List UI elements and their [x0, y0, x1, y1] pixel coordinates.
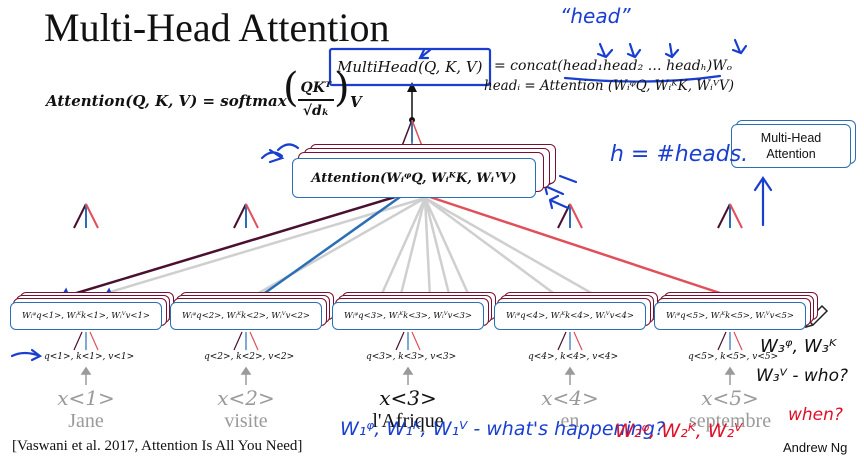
slide-title: Multi-Head Attention	[44, 5, 390, 50]
token-word: l'Afrique	[372, 410, 444, 432]
attention-formula-lhs: Attention(Q, K, V) = softmax	[46, 92, 287, 110]
token-embedding: x<4>	[541, 386, 599, 410]
query-line	[59, 195, 396, 300]
mha-box-line2: Attention	[766, 147, 816, 161]
token-card: Wᵢᵠq<4>, Wᵢᴷk<4>, Wᵢⱽv<4>	[494, 302, 646, 330]
annotation-w3: W₃ᵠ, W₃ᴷ	[760, 336, 837, 357]
embedding-arrows	[80, 366, 736, 385]
mha-box: Multi-Head Attention	[731, 124, 851, 168]
right-paren: )	[334, 65, 350, 111]
mha-box-line1: Multi-Head	[760, 131, 822, 145]
token-card-label: Wᵢᵠq<1>, Wᵢᴷk<1>, Wᵢⱽv<1>	[21, 311, 151, 321]
fraction-denominator: √dₖ	[302, 103, 330, 119]
token-word: en	[560, 410, 580, 432]
token-embedding: x<1>	[57, 386, 115, 410]
fraction-bar	[298, 99, 334, 101]
token-card-label: Wᵢᵠq<2>, Wᵢᴷk<2>, Wᵢⱽv<2>	[181, 311, 311, 321]
annotation-h-heads: h = #heads.	[610, 142, 749, 167]
token-card: Wᵢᵠq<1>, Wᵢᴷk<1>, Wᵢⱽv<1>	[10, 302, 162, 330]
annotation-w1: W₁ᵠ, W₁ᴷ, W₁ⱽ - what's happening?	[340, 418, 666, 440]
annotation-when: when?	[788, 405, 843, 425]
citation: [Vaswani et al. 2017, Attention Is All Y…	[12, 438, 303, 454]
token-qkv: q<4>, k<4>, v<4>	[528, 352, 619, 362]
concat-expression: = concat(head₁head₂ … headₕ)Wₒ	[494, 58, 732, 74]
attention-formula: Attention(Q, K, V) = softmax	[46, 92, 287, 110]
token-qkv: q<5>, k<5>, v<5>	[688, 352, 779, 362]
token-embedding: x<2>	[217, 386, 275, 410]
token-qkv: q<3>, k<3>, v<3>	[366, 352, 457, 362]
token-embedding: x<3>	[379, 386, 437, 410]
token-word: septembre	[688, 410, 772, 432]
token-word: visite	[224, 410, 268, 432]
token-card: Wᵢᵠq<5>, Wᵢᴷk<5>, Wᵢⱽv<5>	[654, 302, 806, 330]
left-paren: (	[283, 65, 299, 111]
token-card: Wᵢᵠq<3>, Wᵢᴷk<3>, Wᵢⱽv<3>	[332, 302, 484, 330]
author-name: Andrew Ng	[783, 440, 848, 455]
up-arrow-icon	[407, 82, 417, 92]
token-card-label: Wᵢᵠq<5>, Wᵢᴷk<5>, Wᵢⱽv<5>	[665, 311, 795, 321]
attention-block: Attention(WᵢᵠQ, WᵢᴷK, WᵢⱽV)	[292, 158, 536, 198]
annotation-w3v: W₃ⱽ - who?	[756, 366, 848, 386]
key-line	[254, 195, 401, 302]
token-embedding: x<5>	[701, 386, 759, 410]
token-word: Jane	[68, 410, 104, 432]
token-card: Wᵢᵠq<2>, Wᵢᴷk<2>, Wᵢⱽv<2>	[170, 302, 322, 330]
token-card-label: Wᵢᵠq<4>, Wᵢᴷk<4>, Wᵢⱽv<4>	[505, 311, 635, 321]
attention-v: V	[350, 93, 362, 111]
head-i-expression: headᵢ = Attention (WᵢᵠQ, WᵢᴷK, WᵢⱽV)	[484, 78, 735, 94]
qkv-arrows	[73, 331, 743, 351]
token-card-label: Wᵢᵠq<3>, Wᵢᴷk<3>, Wᵢⱽv<3>	[343, 311, 473, 321]
token-qkv: q<1>, k<1>, v<1>	[44, 352, 135, 362]
annotation-w2: W₂ᵠ, W₂ᴷ, W₂ⱽ	[615, 420, 743, 442]
attention-block-label: Attention(WᵢᵠQ, WᵢᴷK, WᵢⱽV)	[311, 170, 517, 186]
value-line	[429, 195, 736, 300]
fraction-numerator: QKᵀ	[300, 80, 332, 96]
multihead-expression: MultiHead(Q, K, V)	[337, 58, 483, 76]
tri-arrow-icons	[73, 203, 743, 229]
annotation-head: “head”	[560, 4, 631, 28]
token-qkv: q<2>, k<2>, v<2>	[204, 352, 295, 362]
